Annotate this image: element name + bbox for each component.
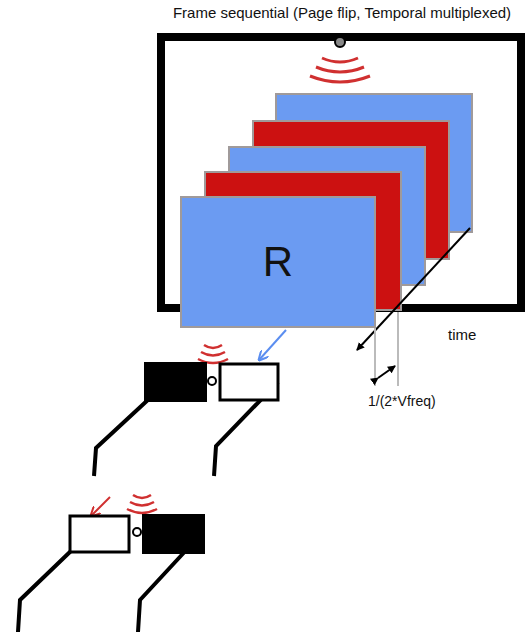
tick: [397, 312, 399, 386]
ir-waves: [127, 495, 157, 513]
ir-waves: [310, 58, 370, 82]
frame-label: R: [263, 238, 293, 286]
period-arrow: [378, 366, 395, 378]
title: Frame sequential (Page flip, Temporal mu…: [173, 4, 511, 21]
glasses: [18, 516, 203, 632]
glasses: [94, 364, 278, 476]
red-ray: [91, 497, 110, 516]
period-label: 1/(2*Vfreq): [368, 393, 436, 409]
emitter: [335, 37, 345, 47]
ir-waves: [198, 345, 228, 363]
axis-label: time: [448, 326, 476, 343]
blue-ray: [259, 330, 286, 360]
video-frame: R: [180, 196, 376, 328]
